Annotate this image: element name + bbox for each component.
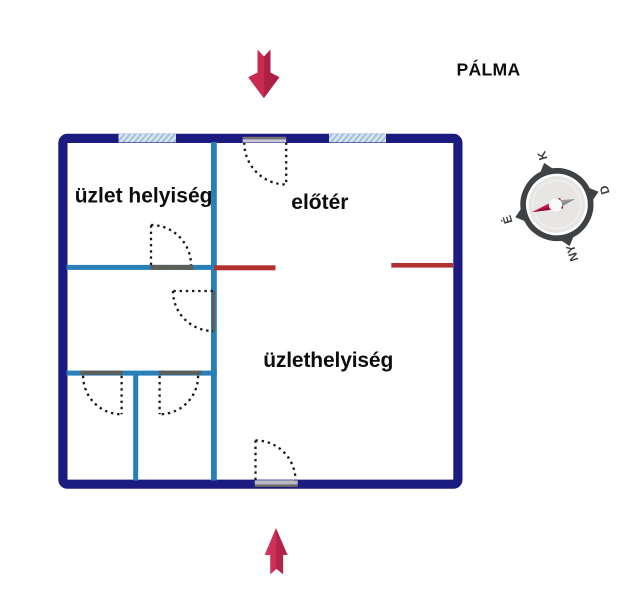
svg-text:NY: NY — [563, 243, 581, 263]
svg-text:üzlet helyiség: üzlet helyiség — [75, 184, 213, 207]
svg-text:üzlethelyiség: üzlethelyiség — [263, 349, 393, 372]
svg-text:előtér: előtér — [291, 191, 348, 214]
svg-text:PÁLMA: PÁLMA — [456, 59, 520, 80]
